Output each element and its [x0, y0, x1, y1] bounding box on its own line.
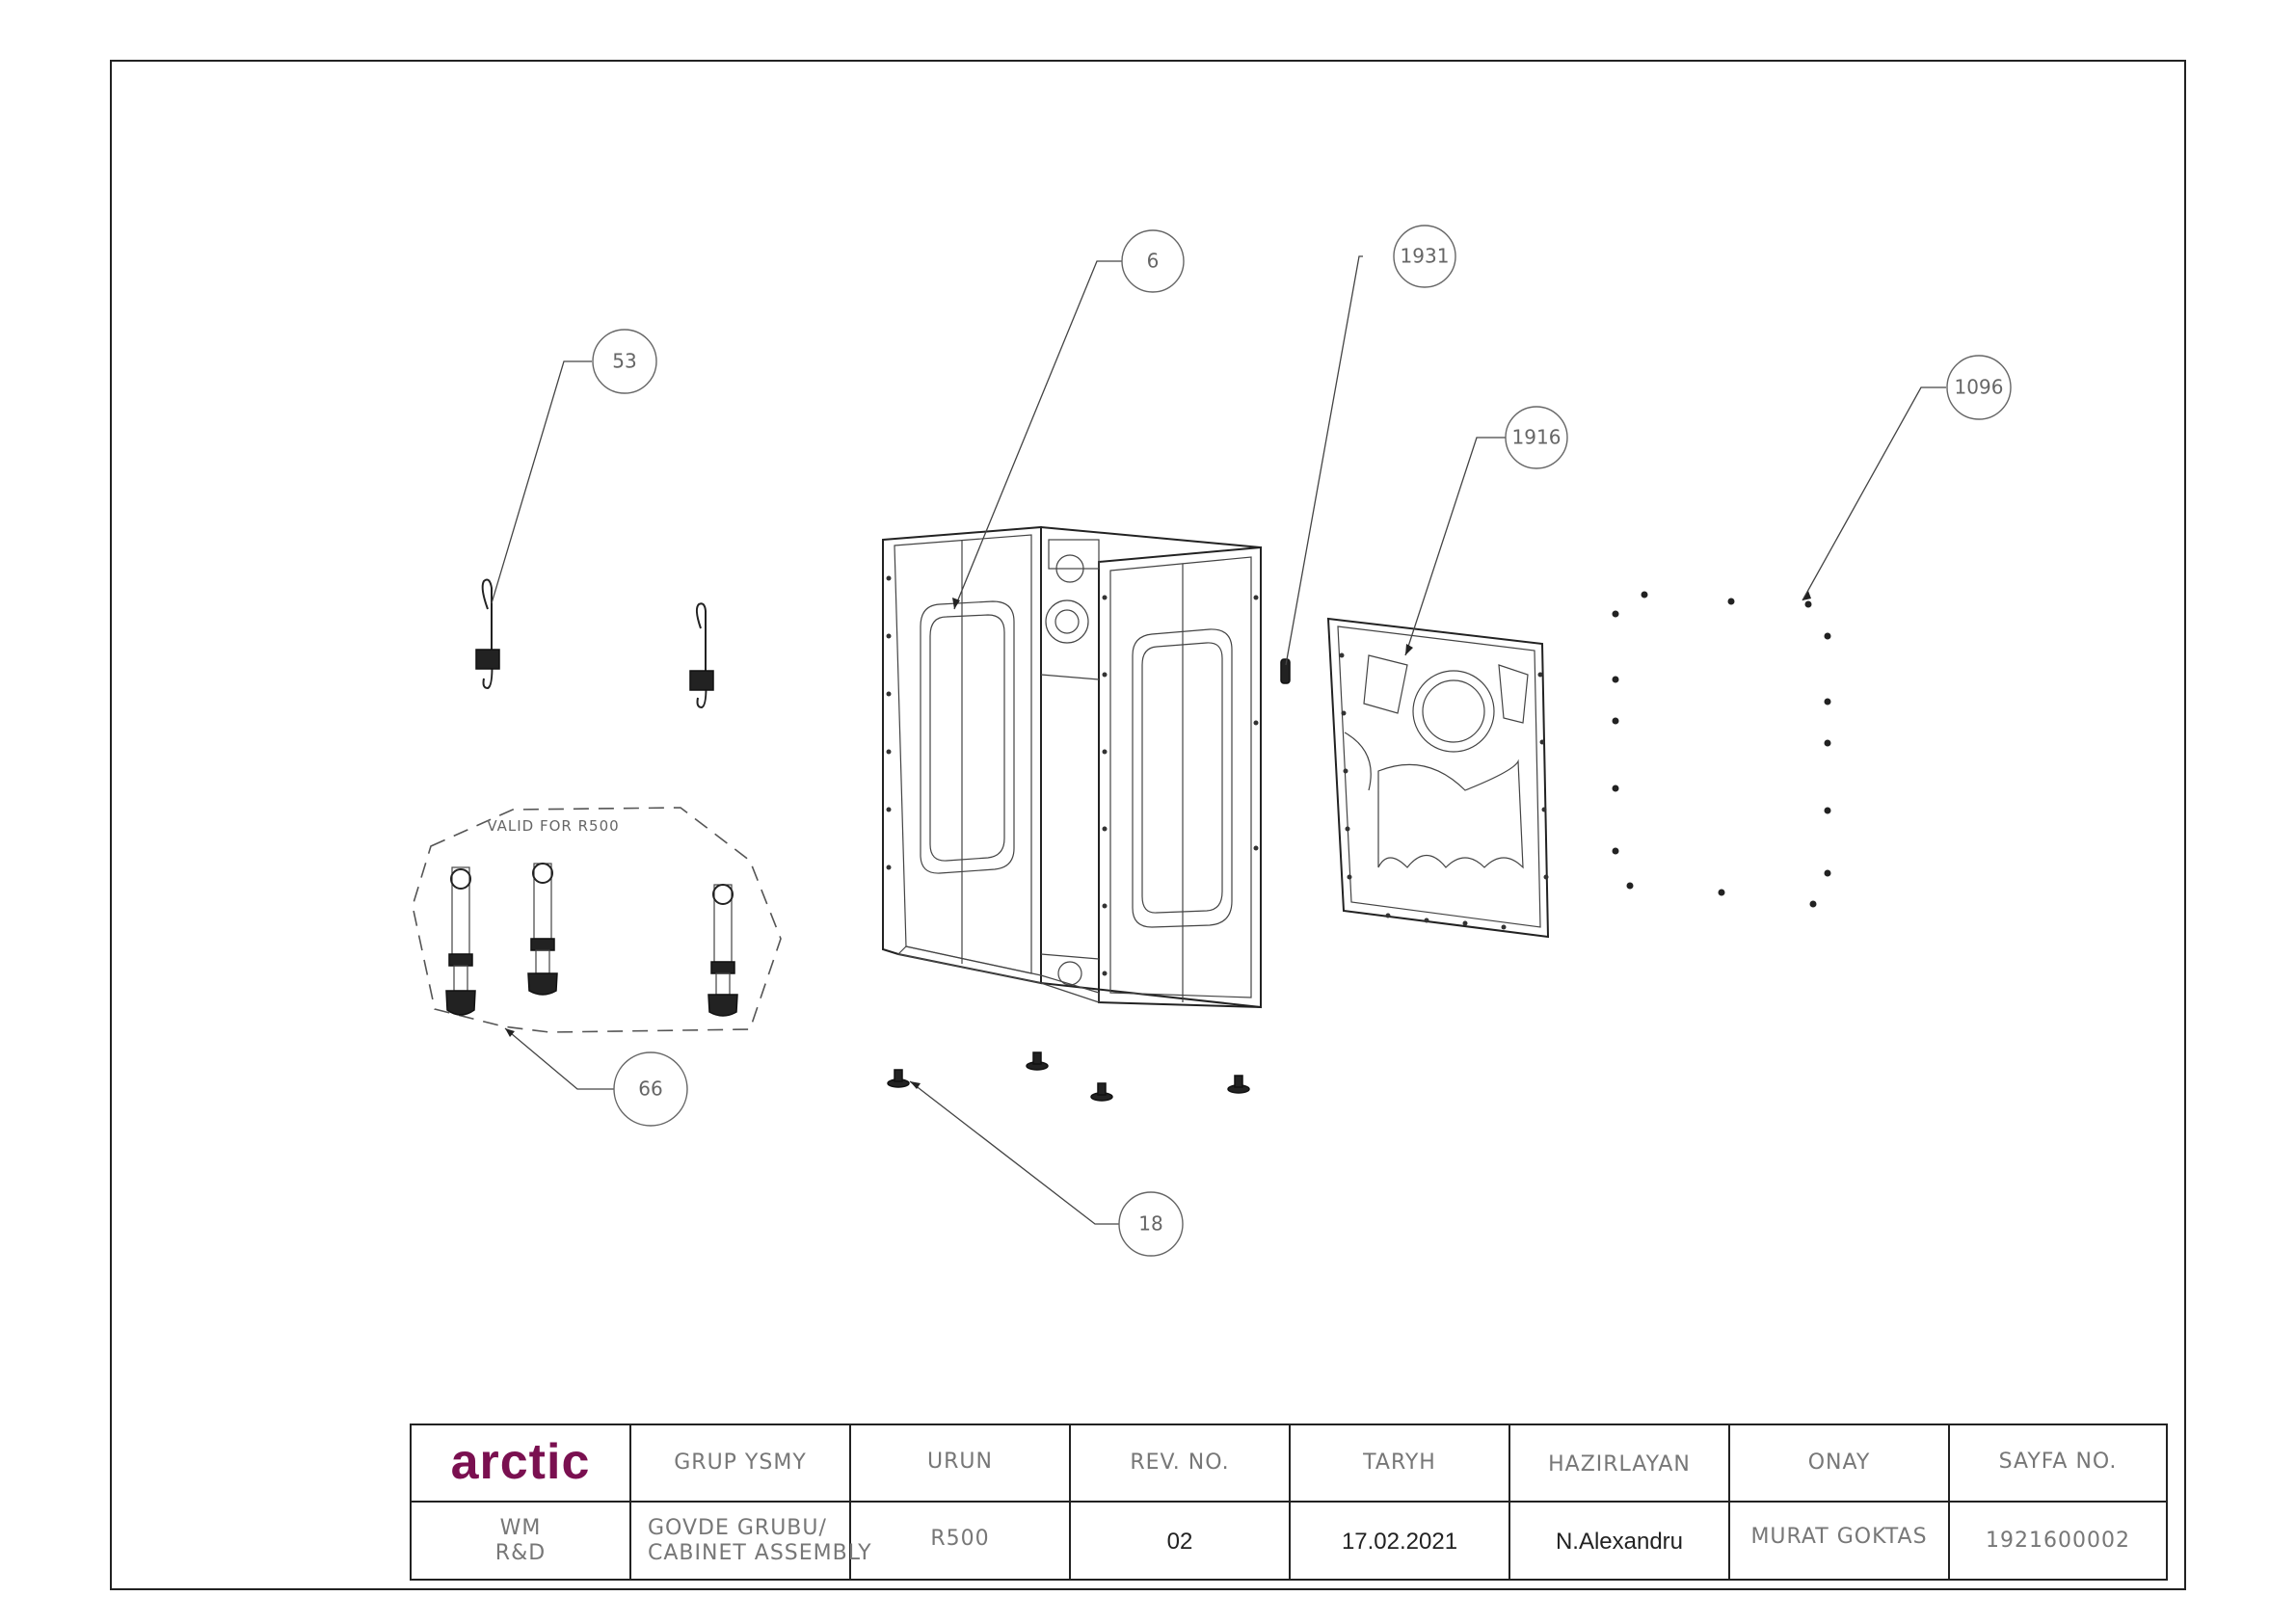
- callout-66: 66: [613, 1051, 688, 1127]
- callout-1096-label: 1096: [1955, 376, 2004, 399]
- product-value: R500: [930, 1527, 990, 1552]
- callout-53-label: 53: [612, 350, 636, 373]
- header-prepared: HAZIRLAYAN: [1548, 1452, 1691, 1477]
- callout-1916-label: 1916: [1512, 426, 1562, 449]
- feet-18: [887, 1051, 1250, 1102]
- part-1931-bushing: [1280, 658, 1291, 684]
- callout-66-label: 66: [638, 1078, 662, 1101]
- back-panel: [1326, 617, 1550, 939]
- date-value: 17.02.2021: [1341, 1529, 1458, 1556]
- dampers-66: [412, 807, 782, 1033]
- company-logo: arctic: [411, 1424, 630, 1502]
- prepared-value: N.Alexandru: [1555, 1529, 1684, 1556]
- springs-53: [475, 578, 714, 709]
- header-product: URUN: [927, 1450, 993, 1475]
- callout-6-label: 6: [1147, 250, 1160, 273]
- callout-6: 6: [1121, 229, 1185, 293]
- title-block-grid: [410, 1423, 2168, 1581]
- group-note: VALID FOR R500: [487, 817, 619, 835]
- rev-value: 02: [1166, 1529, 1193, 1556]
- header-page: SAYFA NO.: [1998, 1450, 2118, 1475]
- header-approval: ONAY: [1807, 1450, 1871, 1476]
- screws-1096: [1612, 591, 1831, 908]
- drawing-frame: [110, 60, 2186, 1590]
- group-value-cell: GOVDE GRUBU/ CABINET ASSEMBLY: [630, 1502, 871, 1580]
- dept-line-1: WM: [499, 1516, 542, 1541]
- group-line-2: CABINET ASSEMBLY: [648, 1540, 872, 1565]
- leader-lines: [491, 255, 1946, 1225]
- header-date: TARYH: [1363, 1450, 1436, 1476]
- header-rev: REV. NO.: [1130, 1450, 1230, 1476]
- callout-1916: 1916: [1505, 406, 1568, 469]
- callout-1931: 1931: [1393, 225, 1456, 288]
- cabinet-assembly: [882, 525, 1262, 1009]
- callout-18-label: 18: [1138, 1212, 1162, 1236]
- dept-cell: WM R&D: [411, 1502, 630, 1580]
- approval-value: MURAT GOKTAS: [1750, 1525, 1928, 1550]
- group-line-1: GOVDE GRUBU/: [648, 1516, 827, 1541]
- header-group: GRUP YSMY: [674, 1450, 807, 1476]
- dept-line-2: R&D: [494, 1540, 547, 1565]
- callout-53: 53: [592, 329, 657, 394]
- logo-text: arctic: [450, 1434, 591, 1491]
- callout-18: 18: [1118, 1191, 1184, 1257]
- callout-1931-label: 1931: [1401, 245, 1450, 268]
- callout-1096: 1096: [1946, 355, 2012, 420]
- page-value: 1921600002: [1986, 1528, 2130, 1553]
